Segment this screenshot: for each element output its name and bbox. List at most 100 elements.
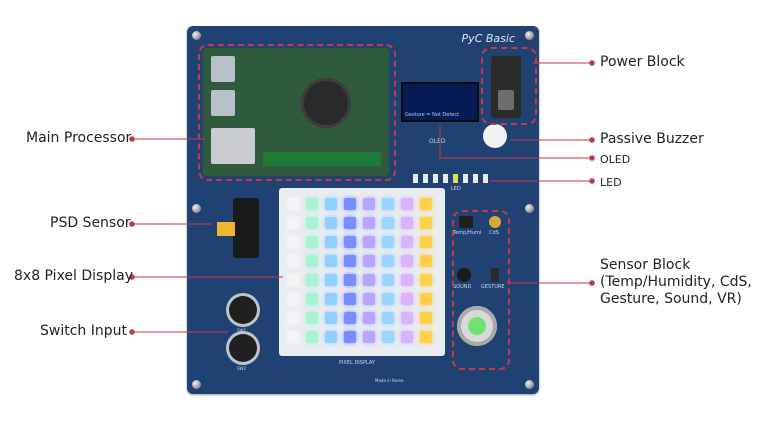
usb-port xyxy=(211,56,235,82)
pixel-led xyxy=(325,293,337,305)
pixel-led xyxy=(325,217,337,229)
leader-dot xyxy=(589,137,595,143)
pixel-led xyxy=(344,274,356,286)
callout-power-block: Power Block xyxy=(600,54,685,70)
pixel-led xyxy=(382,217,394,229)
pixel-display-label: PIXEL DISPLAY xyxy=(339,360,375,366)
pixel-led xyxy=(325,255,337,267)
main-processor-outline xyxy=(198,44,396,181)
leader-dot xyxy=(589,280,595,286)
pixel-led xyxy=(344,236,356,248)
pixel-led xyxy=(363,255,375,267)
pixel-led xyxy=(382,274,394,286)
pixel-led xyxy=(344,198,356,210)
screw-icon xyxy=(192,380,201,389)
pixel-led xyxy=(401,274,413,286)
led-label: LED xyxy=(451,186,461,192)
leader-dot xyxy=(589,178,595,184)
pixel-led xyxy=(325,236,337,248)
pixel-led xyxy=(287,312,299,324)
pixel-led xyxy=(401,312,413,324)
callout-switch-input: Switch Input xyxy=(40,323,127,339)
variable-resistor-knob xyxy=(457,306,497,346)
led xyxy=(483,174,488,183)
pixel-led xyxy=(287,331,299,343)
processor-chip xyxy=(301,78,351,128)
pixel-led xyxy=(306,217,318,229)
sw1-label: SW1 xyxy=(237,328,247,333)
pixel-led xyxy=(306,198,318,210)
pixel-led xyxy=(363,293,375,305)
callout-sensor-block-detail: Gesture, Sound, VR) xyxy=(600,291,742,307)
pixel-led xyxy=(344,293,356,305)
pixel-led xyxy=(420,274,432,286)
main-processor-board xyxy=(203,48,389,176)
leader-dot xyxy=(589,60,595,66)
callout-psd-sensor: PSD Sensor xyxy=(50,215,131,231)
board-title: PyC Basic xyxy=(461,32,515,45)
sensor-block-outline xyxy=(452,210,510,370)
pixel-led xyxy=(420,293,432,305)
oled-screen: Gesture = Not Detect xyxy=(401,82,479,122)
screw-icon xyxy=(192,31,201,40)
made-in-label: Made in Korea xyxy=(375,378,404,383)
leader-dot xyxy=(129,136,135,142)
led xyxy=(413,174,418,183)
callout-oled: OLED xyxy=(600,153,631,166)
pixel-led xyxy=(363,331,375,343)
pixel-led xyxy=(420,312,432,324)
pixel-led xyxy=(344,217,356,229)
led xyxy=(473,174,478,183)
pixel-led xyxy=(401,255,413,267)
sw2-label: SW2 xyxy=(237,366,247,371)
pixel-led xyxy=(287,198,299,210)
pixel-led xyxy=(401,236,413,248)
ethernet-port xyxy=(211,128,255,164)
pixel-led xyxy=(382,198,394,210)
power-block-outline xyxy=(481,47,537,125)
pixel-led xyxy=(306,312,318,324)
power-switch-toggle xyxy=(498,90,514,110)
knob-center xyxy=(468,317,486,335)
callout-sensor-block-detail: (Temp/Humidity, CdS, xyxy=(600,274,752,290)
screw-icon xyxy=(525,380,534,389)
pixel-led xyxy=(363,198,375,210)
gpio-header xyxy=(263,152,381,166)
pixel-led xyxy=(382,331,394,343)
pixel-led xyxy=(401,331,413,343)
leader-dot xyxy=(129,329,135,335)
leader-oled xyxy=(439,126,592,159)
pixel-led xyxy=(401,217,413,229)
callout-led: LED xyxy=(600,176,622,189)
pixel-led xyxy=(420,255,432,267)
pixel-led xyxy=(306,274,318,286)
callout-passive-buzzer: Passive Buzzer xyxy=(600,131,704,147)
callout-main-processor: Main Processor xyxy=(26,130,132,146)
pixel-led xyxy=(363,274,375,286)
led xyxy=(423,174,428,183)
callout-sensor-block: Sensor Block xyxy=(600,257,691,273)
switch-sw1 xyxy=(229,296,257,324)
passive-buzzer xyxy=(483,124,507,148)
power-switch xyxy=(491,56,521,118)
temp-humi-label: Temp/Humi xyxy=(453,230,482,236)
pixel-led xyxy=(363,312,375,324)
sound-sensor xyxy=(457,268,471,282)
pixel-led xyxy=(325,198,337,210)
pixel-led xyxy=(325,312,337,324)
pixel-led xyxy=(420,217,432,229)
pixel-led xyxy=(420,198,432,210)
led-row xyxy=(413,174,493,184)
psd-sensor xyxy=(217,198,259,258)
gesture-label: GESTURE xyxy=(481,284,505,290)
temp-humidity-sensor xyxy=(459,216,473,228)
pixel-led xyxy=(382,255,394,267)
pixel-led xyxy=(306,255,318,267)
pixel-led xyxy=(325,331,337,343)
pixel-led xyxy=(382,236,394,248)
oled-text-line: Gesture = Not Detect xyxy=(405,112,460,118)
pixel-led xyxy=(306,236,318,248)
pixel-led xyxy=(382,312,394,324)
pixel-led xyxy=(344,255,356,267)
pixel-led xyxy=(344,331,356,343)
